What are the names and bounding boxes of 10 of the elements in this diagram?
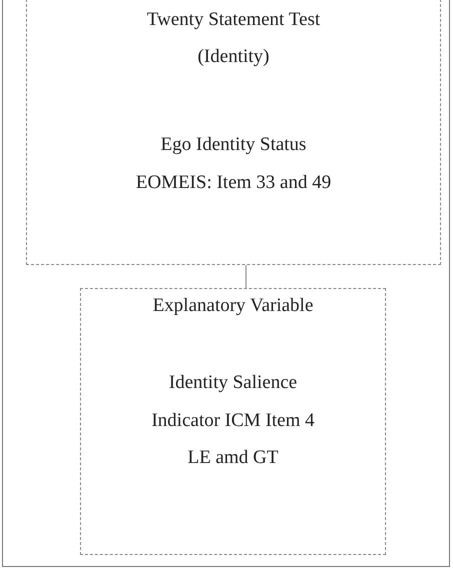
box-text: (Identity): [196, 45, 270, 69]
box-text: LE amd GT: [186, 446, 280, 470]
box-text: Twenty Statement Test: [146, 8, 322, 32]
box-text: Ego Identity Status: [160, 133, 308, 157]
box-text: Indicator ICM Item 4: [150, 409, 316, 433]
text-box: [26, 0, 441, 265]
text-box: [80, 288, 386, 555]
box-text: Explanatory Variable: [152, 294, 314, 318]
box-text: EOMEIS: Item 33 and 49: [134, 171, 332, 195]
box-text: Identity Salience: [168, 371, 298, 395]
